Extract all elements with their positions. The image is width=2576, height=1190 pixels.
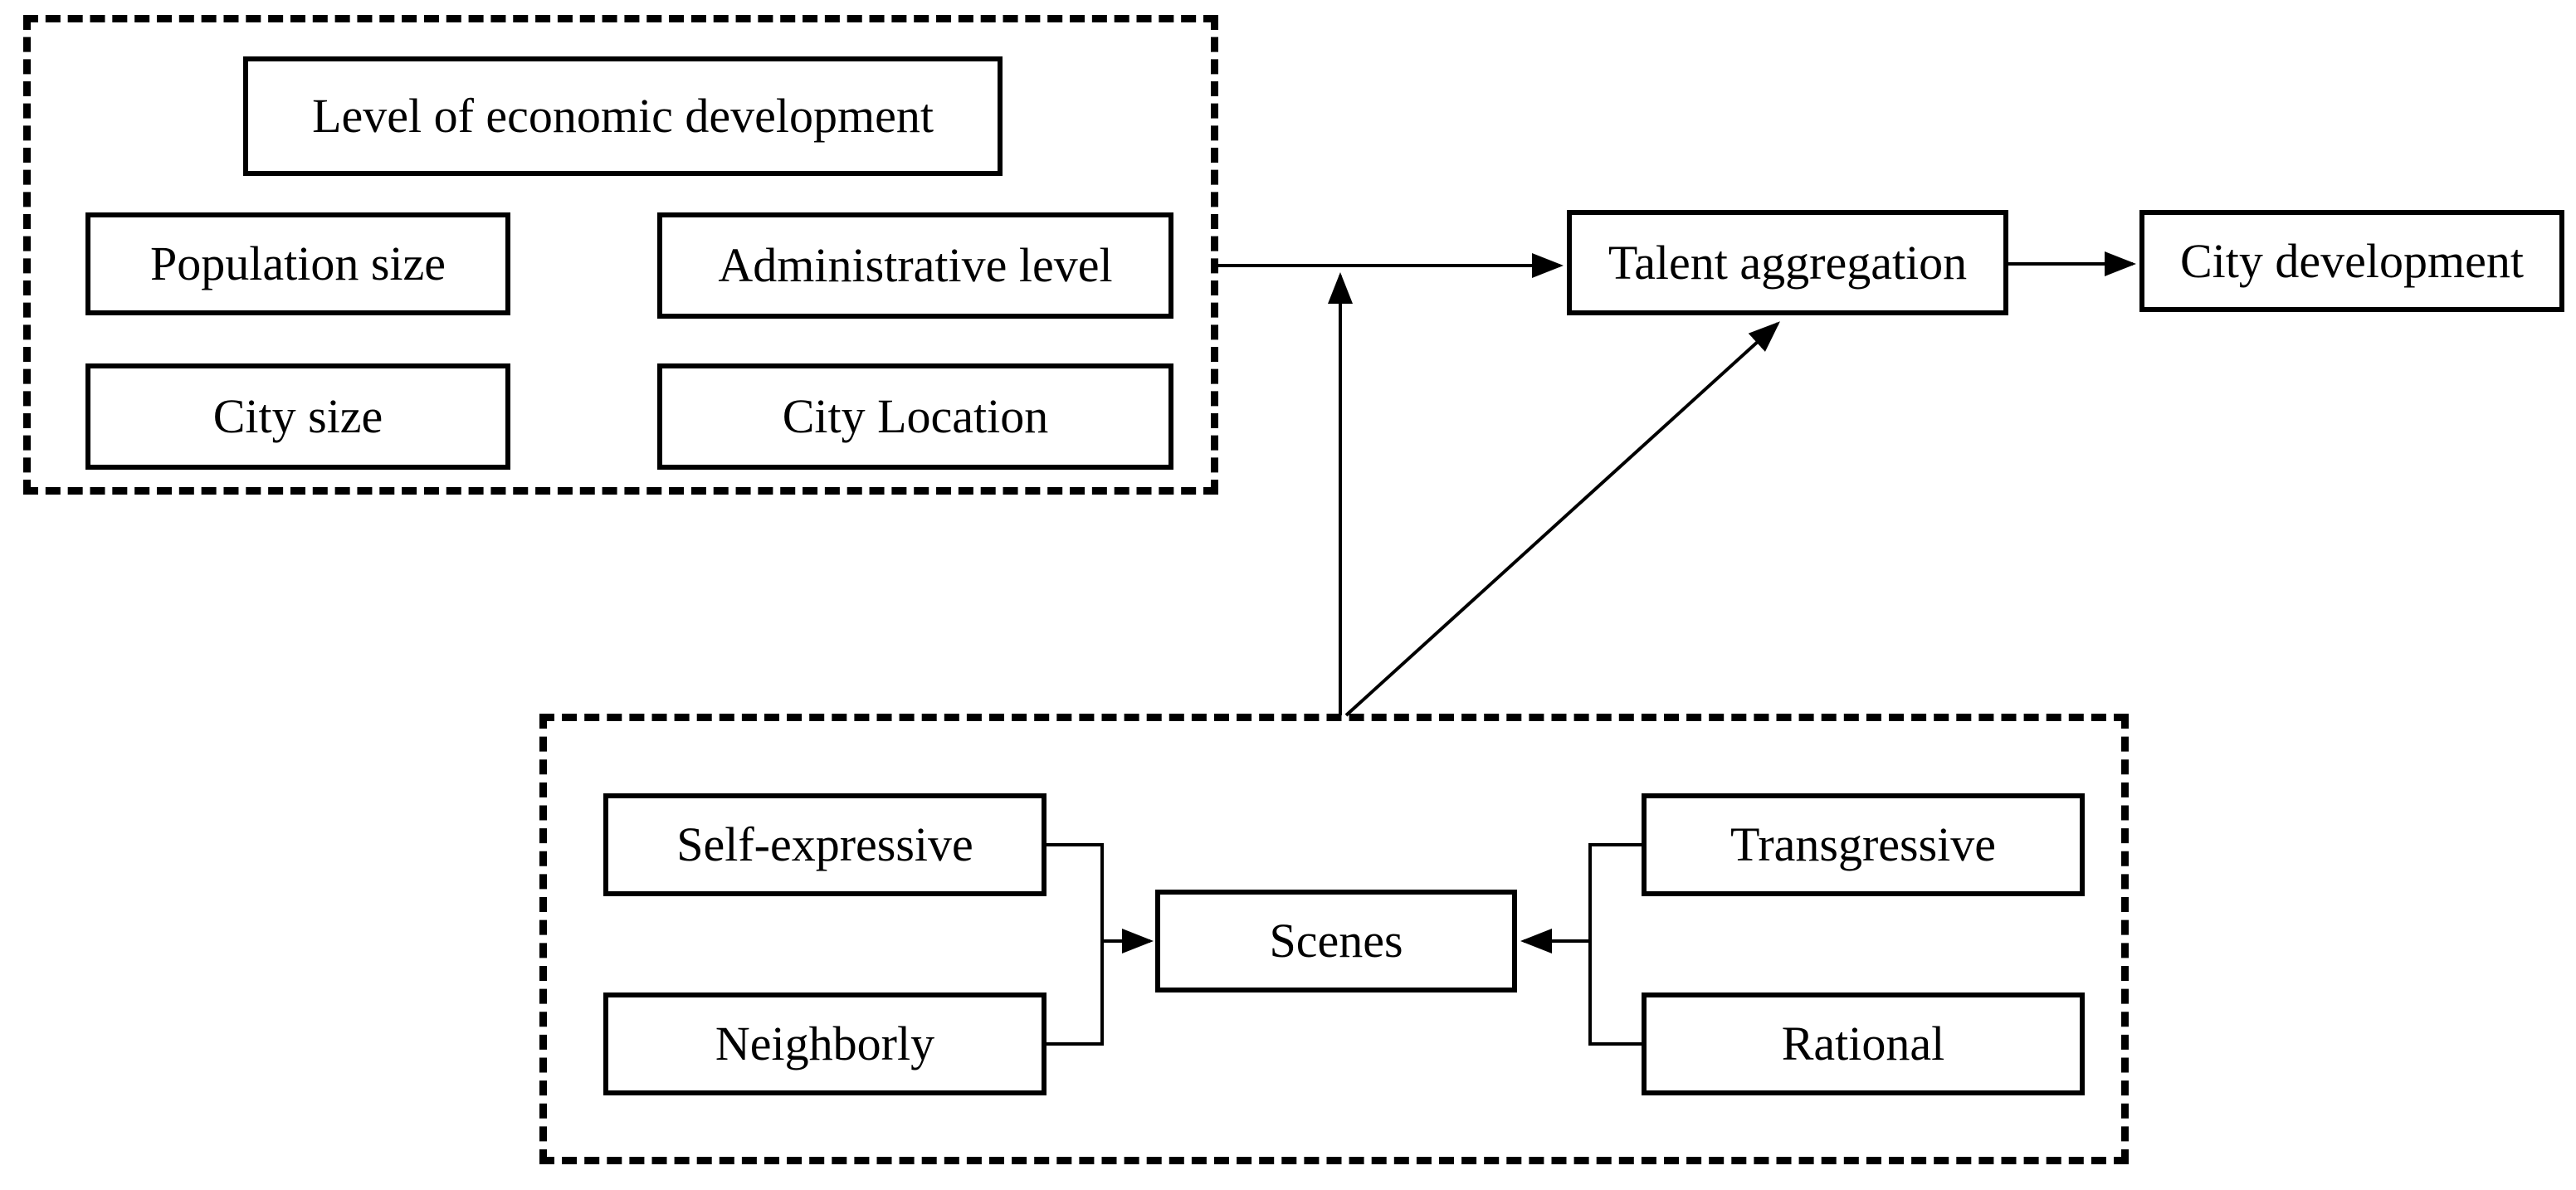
node-scenes: Scenes xyxy=(1155,890,1517,992)
node-city-development: City development xyxy=(2139,210,2564,312)
scenes-group-border xyxy=(539,714,2129,1164)
node-level-of-economic-development: Level of economic development xyxy=(243,56,1003,176)
city-attributes-group-border xyxy=(23,15,1218,495)
node-neighborly: Neighborly xyxy=(603,992,1046,1095)
node-rational: Rational xyxy=(1642,992,2085,1095)
node-self-expressive: Self-expressive xyxy=(603,793,1046,896)
node-city-location: City Location xyxy=(657,363,1173,470)
node-population-size: Population size xyxy=(85,212,510,315)
node-transgressive: Transgressive xyxy=(1642,793,2085,896)
node-talent-aggregation: Talent aggregation xyxy=(1567,210,2008,315)
node-city-size: City size xyxy=(85,363,510,470)
node-administrative-level: Administrative level xyxy=(657,212,1173,319)
arrow-scenes-to-talent xyxy=(1344,321,1780,717)
